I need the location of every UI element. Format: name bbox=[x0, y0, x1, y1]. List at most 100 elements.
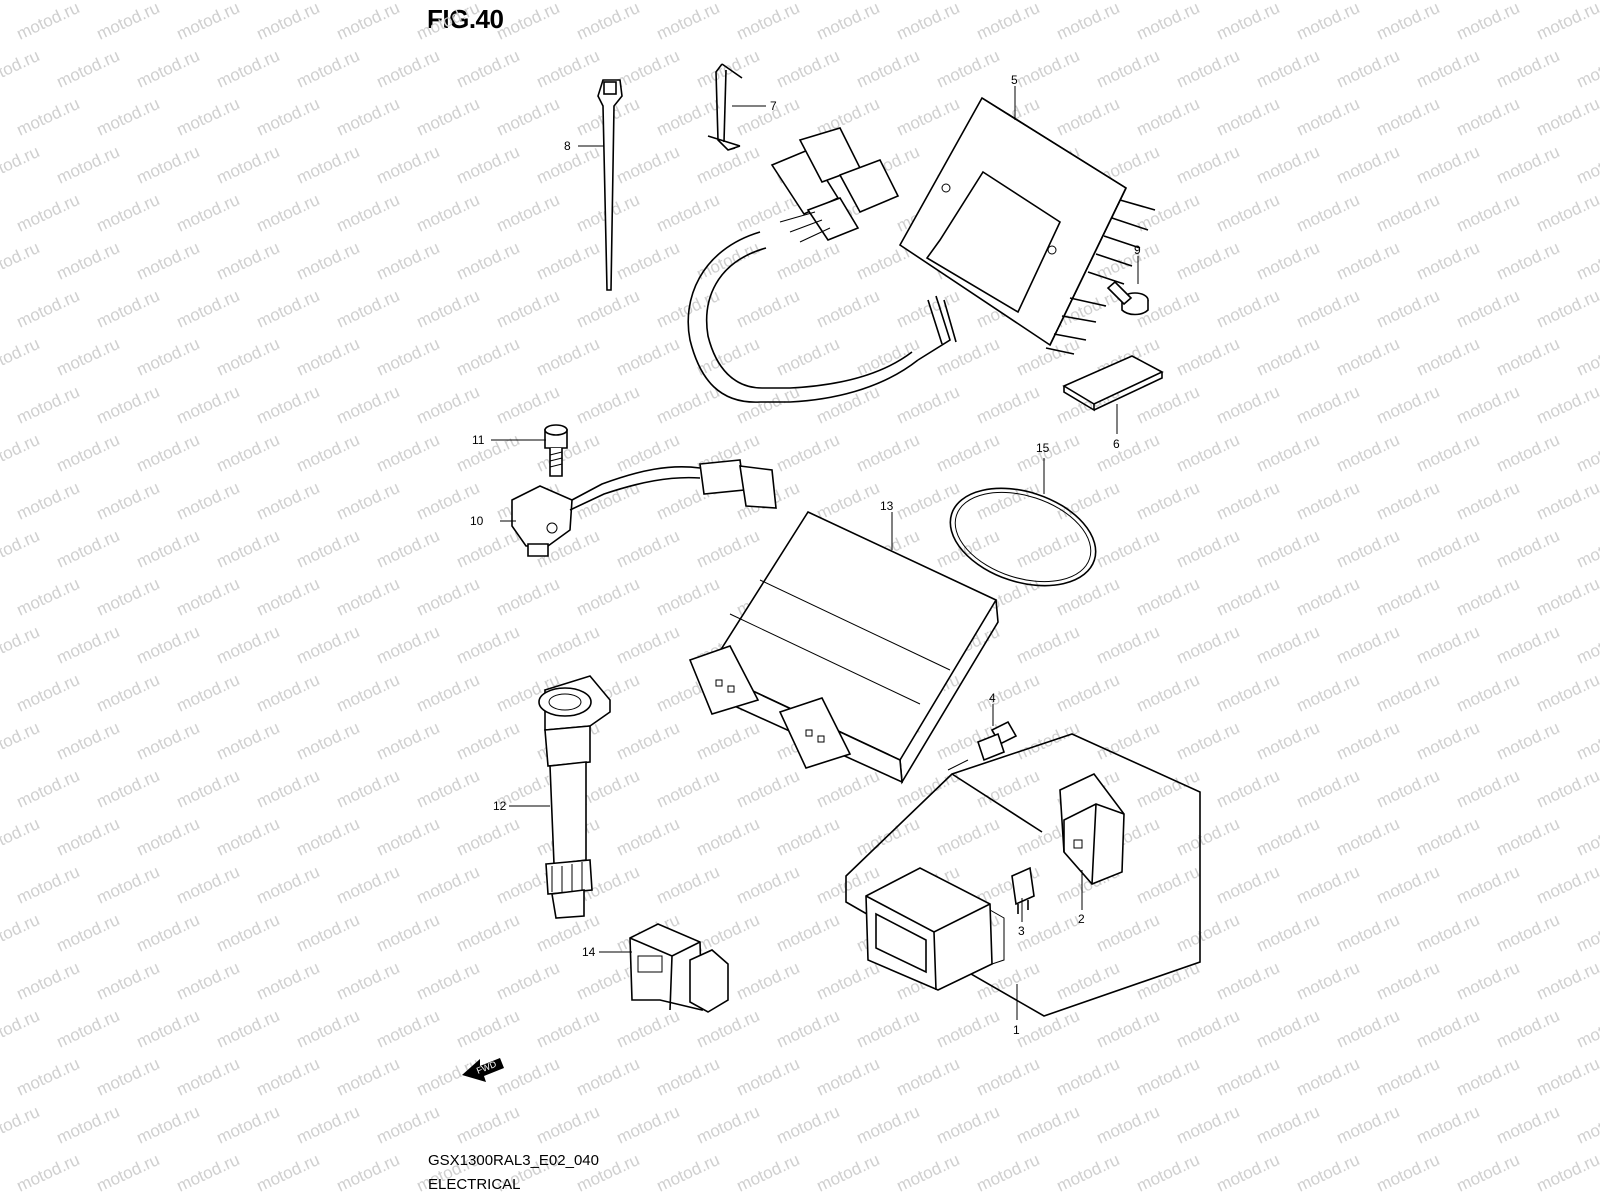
watermark-text: motod.ru bbox=[1134, 0, 1203, 44]
watermark-text: motod.ru bbox=[934, 46, 1003, 92]
watermark-text: motod.ru bbox=[934, 334, 1003, 380]
watermark-text: motod.ru bbox=[1174, 1102, 1243, 1148]
watermark-text: motod.ru bbox=[694, 910, 763, 956]
watermark-text: motod.ru bbox=[1254, 622, 1323, 668]
watermark-text: motod.ru bbox=[214, 334, 283, 380]
watermark-text: motod.ru bbox=[134, 46, 203, 92]
watermark-text: motod.ru bbox=[1414, 430, 1483, 476]
watermark-text: motod.ru bbox=[374, 334, 443, 380]
watermark-text: motod.ru bbox=[1254, 334, 1323, 380]
callout-2: 2 bbox=[1078, 912, 1085, 926]
watermark-text: motod.ru bbox=[94, 286, 163, 332]
watermark-text: motod.ru bbox=[374, 526, 443, 572]
watermark-text: motod.ru bbox=[734, 862, 803, 908]
watermark-text: motod.ru bbox=[414, 94, 483, 140]
watermark-text: motod.ru bbox=[1534, 382, 1600, 428]
watermark-text: motod.ru bbox=[1534, 94, 1600, 140]
watermark-text: motod.ru bbox=[1334, 910, 1403, 956]
watermark-text: motod.ru bbox=[974, 1150, 1043, 1196]
pad-part bbox=[1062, 355, 1164, 412]
watermark-text: motod.ru bbox=[614, 1006, 683, 1052]
watermark-text: motod.ru bbox=[1374, 958, 1443, 1004]
watermark-text: motod.ru bbox=[1054, 478, 1123, 524]
watermark-text: motod.ru bbox=[294, 814, 363, 860]
watermark-text: motod.ru bbox=[774, 814, 843, 860]
watermark-text: motod.ru bbox=[574, 0, 643, 44]
regulator-rectifier-part bbox=[687, 96, 1156, 403]
watermark-text: motod.ru bbox=[1414, 334, 1483, 380]
watermark-text: motod.ru bbox=[694, 718, 763, 764]
watermark-text: motod.ru bbox=[494, 382, 563, 428]
watermark-text: motod.ru bbox=[814, 766, 883, 812]
watermark-text: motod.ru bbox=[174, 94, 243, 140]
watermark-text: motod.ru bbox=[1214, 574, 1283, 620]
watermark-text: motod.ru bbox=[1374, 94, 1443, 140]
watermark-text: motod.ru bbox=[494, 0, 563, 44]
watermark-text: motod.ru bbox=[1294, 382, 1363, 428]
watermark-text: motod.ru bbox=[1534, 190, 1600, 236]
watermark-text: motod.ru bbox=[414, 862, 483, 908]
watermark-text: motod.ru bbox=[1414, 718, 1483, 764]
watermark-text: motod.ru bbox=[1334, 526, 1403, 572]
watermark-text: motod.ru bbox=[654, 766, 723, 812]
callout-5: 5 bbox=[1011, 73, 1018, 87]
watermark-text: motod.ru bbox=[0, 622, 42, 668]
watermark-text: motod.ru bbox=[254, 94, 323, 140]
watermark-text: motod.ru bbox=[1014, 1102, 1083, 1148]
bolt-part-11 bbox=[544, 424, 568, 477]
callout-13: 13 bbox=[880, 499, 894, 513]
watermark-text: motod.ru bbox=[1294, 862, 1363, 908]
watermark-text: motod.ru bbox=[774, 334, 843, 380]
watermark-text: motod.ru bbox=[334, 478, 403, 524]
fuse-cover-part bbox=[1059, 772, 1125, 885]
watermark-text: motod.ru bbox=[734, 286, 803, 332]
watermark-text: motod.ru bbox=[1134, 862, 1203, 908]
watermark-text: motod.ru bbox=[174, 670, 243, 716]
sensor-part bbox=[511, 459, 777, 557]
watermark-text: motod.ru bbox=[614, 334, 683, 380]
watermark-text: motod.ru bbox=[534, 1006, 603, 1052]
watermark-text: motod.ru bbox=[94, 958, 163, 1004]
watermark-text: motod.ru bbox=[54, 718, 123, 764]
watermark-text: motod.ru bbox=[1574, 238, 1600, 284]
watermark-text: motod.ru bbox=[294, 46, 363, 92]
watermark-text: motod.ru bbox=[334, 0, 403, 44]
watermark-text: motod.ru bbox=[1414, 622, 1483, 668]
callout-7: 7 bbox=[770, 99, 777, 113]
watermark-text: motod.ru bbox=[934, 814, 1003, 860]
watermark-text: motod.ru bbox=[934, 1102, 1003, 1148]
watermark-text: motod.ru bbox=[1214, 766, 1283, 812]
watermark-text: motod.ru bbox=[694, 238, 763, 284]
watermark-text: motod.ru bbox=[574, 382, 643, 428]
watermark-text: motod.ru bbox=[1254, 430, 1323, 476]
watermark-text: motod.ru bbox=[774, 910, 843, 956]
watermark-text: motod.ru bbox=[14, 958, 83, 1004]
connector-part bbox=[629, 923, 729, 1013]
watermark-text: motod.ru bbox=[14, 190, 83, 236]
watermark-text: motod.ru bbox=[614, 238, 683, 284]
watermark-text: motod.ru bbox=[0, 190, 2, 236]
watermark-text: motod.ru bbox=[1494, 46, 1563, 92]
watermark-text: motod.ru bbox=[1214, 862, 1283, 908]
watermark-text: motod.ru bbox=[1334, 142, 1403, 188]
watermark-text: motod.ru bbox=[1414, 238, 1483, 284]
watermark-text: motod.ru bbox=[494, 190, 563, 236]
watermark-text: motod.ru bbox=[1254, 142, 1323, 188]
watermark-text: motod.ru bbox=[854, 1102, 923, 1148]
watermark-text: motod.ru bbox=[1334, 622, 1403, 668]
watermark-text: motod.ru bbox=[454, 1006, 523, 1052]
watermark-text: motod.ru bbox=[854, 1006, 923, 1052]
callout-9: 9 bbox=[1134, 243, 1141, 257]
watermark-text: motod.ru bbox=[534, 238, 603, 284]
watermark-text: motod.ru bbox=[1534, 766, 1600, 812]
watermark-text: motod.ru bbox=[934, 430, 1003, 476]
watermark-text: motod.ru bbox=[414, 958, 483, 1004]
watermark-text: motod.ru bbox=[1254, 814, 1323, 860]
watermark-text: motod.ru bbox=[534, 46, 603, 92]
watermark-text: motod.ru bbox=[1254, 1006, 1323, 1052]
watermark-text: motod.ru bbox=[574, 286, 643, 332]
watermark-text: motod.ru bbox=[54, 430, 123, 476]
watermark-text: motod.ru bbox=[294, 910, 363, 956]
watermark-text: motod.ru bbox=[1294, 1150, 1363, 1196]
